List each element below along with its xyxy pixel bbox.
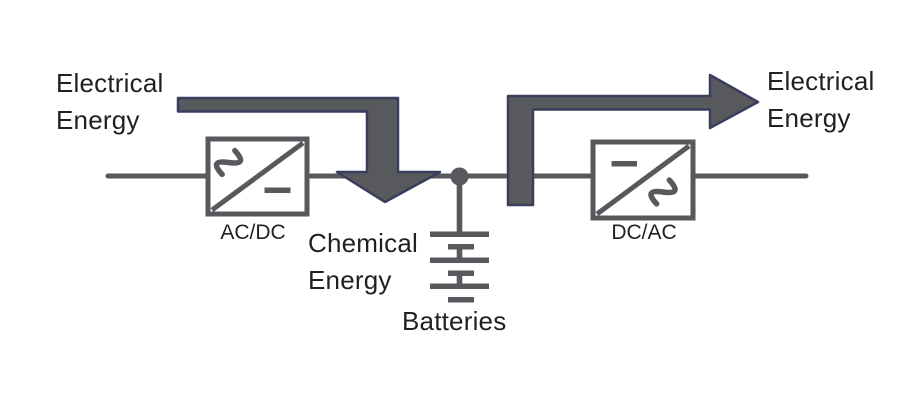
battery-plate-long bbox=[430, 283, 489, 289]
batteries-label: Batteries bbox=[402, 306, 507, 336]
battery-plate-long bbox=[430, 257, 489, 263]
output-electrical-energy-label: Electrical Energy bbox=[767, 66, 875, 133]
input-electrical-energy-label: Electrical Energy bbox=[56, 68, 164, 135]
ac-dc-converter-symbol bbox=[205, 136, 310, 217]
battery-plate-long bbox=[430, 231, 489, 237]
sine-wave-icon bbox=[648, 177, 678, 207]
battery-plate-short bbox=[448, 297, 474, 303]
battery-plate-short bbox=[448, 270, 474, 276]
ac-dc-converter-label: AC/DC bbox=[220, 221, 286, 244]
chemical-energy-label: Chemical Energy bbox=[308, 228, 418, 295]
battery-cells-icon bbox=[430, 176, 489, 303]
dc-dash-icon bbox=[264, 187, 291, 193]
dc-ac-converter-symbol bbox=[590, 139, 696, 221]
dc-ac-converter-label: DC/AC bbox=[611, 221, 677, 244]
battery-plate-short bbox=[448, 244, 474, 250]
converter-diagonal bbox=[595, 143, 691, 217]
converter-diagonal bbox=[210, 140, 305, 213]
dc-dash-icon bbox=[611, 161, 637, 167]
discharging-flow-right-arrow bbox=[506, 73, 760, 207]
sine-wave-icon bbox=[213, 147, 244, 178]
battery-connector bbox=[456, 249, 463, 258]
battery-connector bbox=[456, 276, 463, 284]
charging-flow-down-arrow bbox=[176, 96, 442, 204]
battery-stem bbox=[456, 176, 463, 232]
